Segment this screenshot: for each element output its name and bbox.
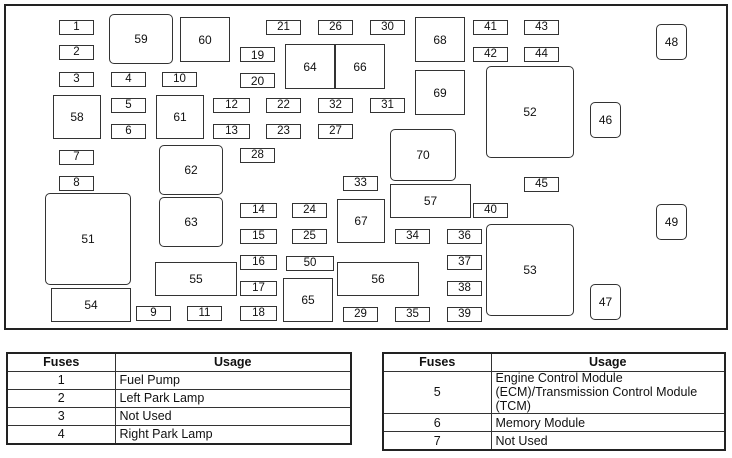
fuse-42: 42 [473,47,508,62]
fuse-28: 28 [240,148,275,163]
fuse-4: 4 [111,72,146,87]
fuse-37: 37 [447,255,482,270]
relay-70: 70 [390,129,456,181]
fuse-number: 3 [6,407,116,426]
fuse-35: 35 [395,307,430,322]
fuse-27: 27 [318,124,353,139]
relay-54: 54 [51,288,131,322]
fuse-1: 1 [59,20,94,35]
fuse-5: 5 [111,98,146,113]
relay-19: 19 [240,47,275,62]
relay-49: 49 [656,204,687,240]
fuse-6: 6 [111,124,146,139]
relay-47: 47 [590,284,621,320]
fuse-8: 8 [59,176,94,191]
relay-56: 56 [337,262,419,296]
fuse-36: 36 [447,229,482,244]
fuse-50: 50 [286,256,334,271]
table-row: 6 Memory Module [382,413,726,433]
fuse-number: 4 [6,425,116,445]
fuse-14: 14 [240,203,277,218]
fuse-usage: Not Used [114,407,352,426]
table-row: 2 Left Park Lamp [6,389,352,408]
relay-64: 64 [285,44,335,89]
column-header-usage: Usage [490,352,726,372]
fuse-2: 2 [59,45,94,60]
table-row: 1 Fuel Pump [6,371,352,390]
fuse-number: 6 [382,413,492,433]
fuse-usage: Left Park Lamp [114,389,352,408]
fuse-44: 44 [524,47,559,62]
fuse-9: 9 [136,306,171,321]
fuse-34: 34 [395,229,430,244]
relay-55: 55 [155,262,237,296]
table-row: 3 Not Used [6,407,352,426]
relay-58: 58 [53,95,101,139]
relay-67: 67 [337,199,385,243]
relay-65: 65 [283,278,333,322]
relay-51: 51 [45,193,131,285]
fuse-22: 22 [266,98,301,113]
column-header-fuses: Fuses [6,352,116,372]
relay-53: 53 [486,224,574,316]
fuse-23: 23 [266,124,301,139]
relay-61: 61 [156,95,204,139]
fuse-7: 7 [59,150,94,165]
fuse-18: 18 [240,306,277,321]
fuse-usage: Fuel Pump [114,371,352,390]
column-header-usage: Usage [114,352,352,372]
fuse-11: 11 [187,306,222,321]
fuse-usage-table-left: Fuses Usage 1 Fuel Pump 2 Left Park Lamp… [6,352,352,445]
relay-62: 62 [159,145,223,195]
relay-57: 57 [390,184,471,218]
relay-63: 63 [159,197,223,247]
relay-69: 69 [415,70,465,115]
relay-59: 59 [109,14,173,64]
fuse-number: 7 [382,431,492,451]
fuse-number: 1 [6,371,116,390]
fuse-10: 10 [162,72,197,87]
table-row: 5 Engine Control Module (ECM)/Transmissi… [382,370,726,415]
fuse-21: 21 [266,20,301,35]
fuse-40: 40 [473,203,508,218]
fuse-usage: Engine Control Module (ECM)/Transmission… [490,370,726,415]
table-row: 7 Not Used [382,431,726,451]
relay-60: 60 [180,17,230,62]
fuse-33: 33 [343,176,378,191]
fuse-31: 31 [370,98,405,113]
fuse-number: 5 [382,370,492,415]
fuse-3: 3 [59,72,94,87]
fuse-15: 15 [240,229,277,244]
fuse-17: 17 [240,281,277,296]
relay-46: 46 [590,102,621,138]
fuse-30: 30 [370,20,405,35]
fuse-45: 45 [524,177,559,192]
fuse-usage-table-right: Fuses Usage 5 Engine Control Module (ECM… [382,352,726,452]
fuse-16: 16 [240,255,277,270]
relay-20: 20 [240,73,275,88]
fuse-25: 25 [292,229,327,244]
fuse-12: 12 [213,98,250,113]
fuse-13: 13 [213,124,250,139]
relay-52: 52 [486,66,574,158]
fuse-38: 38 [447,281,482,296]
fuse-usage: Right Park Lamp [114,425,352,445]
fuse-26: 26 [318,20,353,35]
fuse-usage: Not Used [490,431,726,451]
table-row: 4 Right Park Lamp [6,425,352,445]
fuse-29: 29 [343,307,378,322]
fuse-43: 43 [524,20,559,35]
relay-68: 68 [415,17,465,62]
fuse-39: 39 [447,307,482,322]
relay-48: 48 [656,24,687,60]
fuse-number: 2 [6,389,116,408]
relay-66: 66 [335,44,385,89]
column-header-fuses: Fuses [382,352,492,372]
fuse-usage: Memory Module [490,413,726,433]
fuse-41: 41 [473,20,508,35]
fuse-24: 24 [292,203,327,218]
fuse-32: 32 [318,98,353,113]
